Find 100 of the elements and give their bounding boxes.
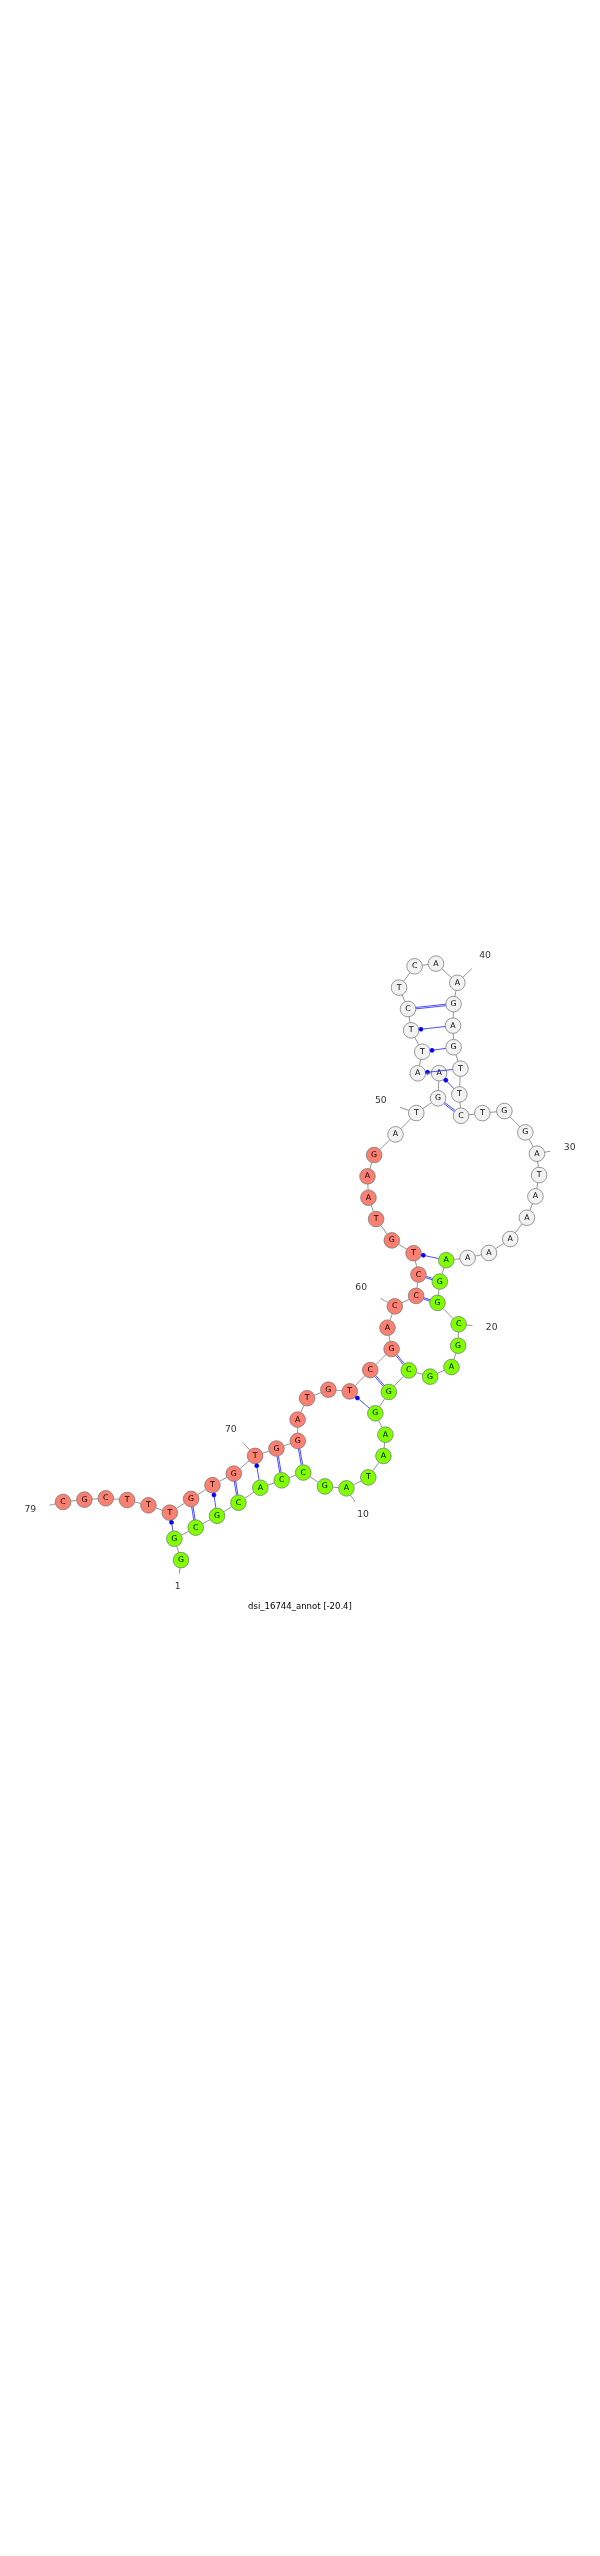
connector <box>416 1281 418 1288</box>
connector <box>383 1441 386 1448</box>
connector <box>113 1498 120 1500</box>
connector <box>443 1077 455 1089</box>
connector <box>176 1502 185 1509</box>
connector <box>283 1442 291 1446</box>
connector <box>414 1260 418 1267</box>
connector <box>254 1462 260 1480</box>
node-text: 40 <box>479 948 491 960</box>
connector <box>370 1204 374 1212</box>
connector <box>544 1150 551 1153</box>
connector <box>441 1267 445 1274</box>
connector <box>455 1053 459 1062</box>
connector <box>298 1447 303 1465</box>
connector <box>332 1486 339 1488</box>
connector <box>421 1252 439 1259</box>
connector <box>454 989 457 997</box>
connector <box>437 1288 440 1295</box>
connector <box>353 1480 362 1485</box>
connector <box>529 1202 533 1211</box>
caption: dsi_16744_annot [-20.4] <box>248 1600 352 1611</box>
connector <box>495 1242 505 1249</box>
connector <box>452 1011 454 1018</box>
connector <box>155 1507 163 1511</box>
connector <box>453 1257 461 1260</box>
connector <box>441 968 452 978</box>
connector <box>211 1492 217 1508</box>
connector <box>419 1058 422 1066</box>
connector <box>380 1297 389 1303</box>
connector <box>367 1183 369 1190</box>
node-text: 60 <box>355 1280 368 1292</box>
connector <box>288 1474 297 1478</box>
node-text: 30 <box>563 1140 576 1152</box>
connector <box>466 1324 473 1326</box>
connector <box>537 1160 539 1167</box>
connector <box>309 1475 319 1482</box>
node-text: 20 <box>485 1320 498 1332</box>
connector <box>395 1354 405 1365</box>
connector <box>380 1224 388 1234</box>
connector <box>389 1312 393 1320</box>
connector <box>388 1334 391 1342</box>
connector <box>474 1253 482 1257</box>
connector <box>393 1375 404 1386</box>
node-text: 50 <box>374 1093 387 1105</box>
connector <box>202 1518 211 1524</box>
connector <box>355 1395 370 1408</box>
connector <box>422 1101 432 1109</box>
connector <box>459 1101 461 1108</box>
connector <box>423 1296 431 1301</box>
connector <box>453 1352 457 1360</box>
connector <box>403 971 411 982</box>
connector <box>437 1080 440 1091</box>
connector <box>91 1497 99 1500</box>
connector <box>468 1113 475 1115</box>
connector <box>416 1371 423 1375</box>
connector <box>244 1491 255 1499</box>
connector <box>372 1461 380 1471</box>
connector <box>418 1025 446 1032</box>
connector <box>262 1450 270 1454</box>
connector <box>408 1016 411 1023</box>
connector <box>176 1545 180 1553</box>
connector <box>436 1369 445 1374</box>
node-text: 70 <box>224 1422 237 1434</box>
connector <box>314 1391 322 1396</box>
connector <box>422 963 429 966</box>
connector <box>297 1426 299 1433</box>
connector <box>462 967 473 978</box>
connector <box>414 1036 420 1045</box>
connector <box>425 1072 432 1074</box>
connector <box>536 1182 539 1189</box>
connector <box>169 1519 174 1531</box>
connector <box>223 1506 232 1512</box>
connector <box>369 1161 373 1169</box>
connector <box>374 1374 385 1387</box>
connector <box>509 1115 521 1127</box>
connector <box>242 1441 250 1450</box>
connector <box>354 1374 366 1386</box>
connector <box>70 1499 77 1502</box>
node-text: 10 <box>357 1507 369 1519</box>
connector <box>415 1003 447 1009</box>
connector <box>375 1353 387 1365</box>
connector <box>399 1106 410 1111</box>
connector <box>379 1397 386 1407</box>
connector <box>300 1404 305 1413</box>
connector <box>528 1138 534 1147</box>
connector <box>429 1047 447 1053</box>
connector <box>459 1075 461 1087</box>
connector <box>191 1505 196 1520</box>
connector <box>425 1275 433 1280</box>
node-text: 79 <box>24 1502 37 1514</box>
connector <box>178 1567 181 1574</box>
connector <box>425 1068 453 1075</box>
connector <box>197 1488 207 1495</box>
connector <box>134 1501 142 1504</box>
connector <box>267 1482 275 1486</box>
connector <box>276 1455 282 1473</box>
connector <box>180 1530 190 1536</box>
connector <box>233 1480 239 1495</box>
connector <box>442 1307 454 1319</box>
connector <box>398 1243 408 1250</box>
